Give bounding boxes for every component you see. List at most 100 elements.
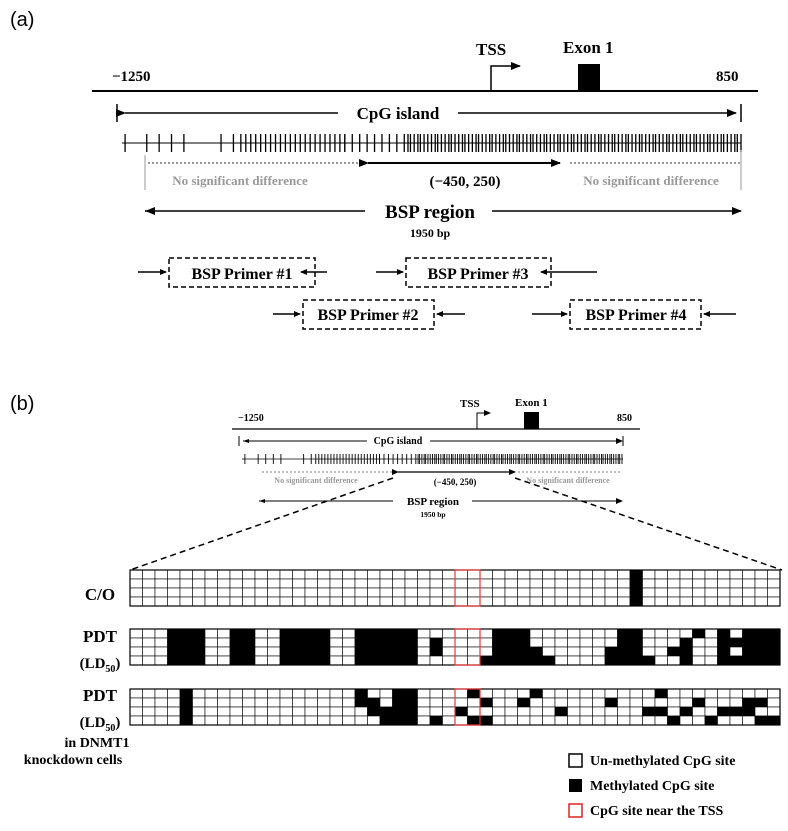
unmethylated-cpg-cell <box>592 646 606 657</box>
unmethylated-cpg-cell <box>767 596 781 607</box>
methylated-cpg-cell <box>492 637 506 648</box>
unmethylated-cpg-cell <box>154 596 168 607</box>
methylated-cpg-cell <box>367 706 381 717</box>
unmethylated-cpg-cell <box>154 715 168 726</box>
row-label-pdt: PDT <box>83 627 118 646</box>
methylated-cpg-cell <box>467 688 481 699</box>
unmethylated-cpg-cell <box>354 706 368 717</box>
unmethylated-cpg-cell <box>392 578 406 589</box>
legend-unmethylated-icon <box>568 753 583 768</box>
unmethylated-cpg-cell <box>529 628 543 639</box>
unmethylated-cpg-cell <box>317 596 331 607</box>
unmethylated-cpg-cell <box>217 706 231 717</box>
unmethylated-cpg-cell <box>267 655 281 666</box>
unmethylated-cpg-cell <box>142 688 156 699</box>
methylated-cpg-cell <box>404 715 418 726</box>
unmethylated-cpg-cell <box>729 697 743 708</box>
unmethylated-cpg-cell <box>229 596 243 607</box>
unmethylated-cpg-cell <box>367 587 381 598</box>
unmethylated-cpg-cell <box>704 569 718 580</box>
unmethylated-cpg-cell <box>542 715 556 726</box>
methylated-cpg-cell <box>767 628 781 639</box>
methylated-cpg-cell <box>667 715 681 726</box>
unmethylated-cpg-cell <box>229 706 243 717</box>
unmethylated-cpg-cell <box>592 578 606 589</box>
unmethylated-cpg-cell <box>279 569 293 580</box>
unmethylated-cpg-cell <box>442 655 456 666</box>
unmethylated-cpg-cell <box>617 596 631 607</box>
unmethylated-cpg-cell <box>517 688 531 699</box>
unmethylated-cpg-cell <box>567 587 581 598</box>
unmethylated-cpg-cell <box>279 688 293 699</box>
unmethylated-cpg-cell <box>704 646 718 657</box>
unmethylated-cpg-cell <box>254 706 268 717</box>
methylated-cpg-cell <box>629 655 643 666</box>
unmethylated-cpg-cell <box>429 628 443 639</box>
unmethylated-cpg-cell <box>704 688 718 699</box>
unmethylated-cpg-cell <box>442 646 456 657</box>
unmethylated-cpg-cell <box>467 628 481 639</box>
unmethylated-cpg-cell <box>429 655 443 666</box>
unmethylated-cpg-cell <box>667 628 681 639</box>
unmethylated-cpg-cell <box>517 706 531 717</box>
unmethylated-cpg-cell <box>129 715 143 726</box>
methylated-cpg-cell <box>542 655 556 666</box>
methylated-cpg-cell <box>292 646 306 657</box>
unmethylated-cpg-cell <box>217 715 231 726</box>
unmethylated-cpg-cell <box>367 715 381 726</box>
unmethylated-cpg-cell <box>579 688 593 699</box>
unmethylated-cpg-cell <box>679 715 693 726</box>
unmethylated-cpg-cell <box>204 655 218 666</box>
methylated-cpg-cell <box>292 628 306 639</box>
unmethylated-cpg-cell <box>379 596 393 607</box>
unmethylated-cpg-cell <box>692 688 706 699</box>
unmethylated-cpg-cell <box>579 596 593 607</box>
unmethylated-cpg-cell <box>467 697 481 708</box>
methylated-cpg-cell <box>392 706 406 717</box>
unmethylated-cpg-cell <box>429 596 443 607</box>
unmethylated-cpg-cell <box>217 688 231 699</box>
unmethylated-cpg-cell <box>267 569 281 580</box>
unmethylated-cpg-cell <box>442 637 456 648</box>
methylated-cpg-cell <box>517 646 531 657</box>
unmethylated-cpg-cell <box>354 715 368 726</box>
unmethylated-cpg-cell <box>329 706 343 717</box>
unmethylated-cpg-cell <box>342 596 356 607</box>
legend-tss-label: CpG site near the TSS <box>590 804 723 819</box>
unmethylated-cpg-cell <box>654 697 668 708</box>
unmethylated-cpg-cell <box>317 578 331 589</box>
methylated-cpg-cell <box>629 637 643 648</box>
methylated-cpg-cell <box>404 688 418 699</box>
methylated-cpg-cell <box>242 637 256 648</box>
exon-box <box>578 64 600 91</box>
unmethylated-cpg-cell <box>304 706 318 717</box>
unmethylated-cpg-cell <box>692 655 706 666</box>
tss-cpg-site-highlight <box>454 628 481 666</box>
methylated-cpg-cell <box>317 655 331 666</box>
unmethylated-cpg-cell <box>417 569 431 580</box>
unmethylated-cpg-cell <box>704 637 718 648</box>
unmethylated-cpg-cell <box>529 697 543 708</box>
unmethylated-cpg-cell <box>167 706 181 717</box>
unmethylated-cpg-cell <box>292 706 306 717</box>
methylated-cpg-cell <box>392 715 406 726</box>
unmethylated-cpg-cell <box>679 596 693 607</box>
methylated-cpg-cell <box>279 628 293 639</box>
unmethylated-cpg-cell <box>767 697 781 708</box>
methylated-cpg-cell <box>529 646 543 657</box>
unmethylated-cpg-cell <box>504 688 518 699</box>
methylated-cpg-cell <box>517 628 531 639</box>
unmethylated-cpg-cell <box>667 688 681 699</box>
unmethylated-cpg-cell <box>317 569 331 580</box>
unmethylated-cpg-cell <box>592 587 606 598</box>
axis-end-small: 850 <box>617 413 632 424</box>
methylated-cpg-cell <box>179 715 193 726</box>
unmethylated-cpg-cell <box>567 706 581 717</box>
unmethylated-cpg-cell <box>167 578 181 589</box>
unmethylated-cpg-cell <box>717 596 731 607</box>
unmethylated-cpg-cell <box>667 596 681 607</box>
methylated-cpg-cell <box>379 628 393 639</box>
unmethylated-cpg-cell <box>229 587 243 598</box>
axis-end: 850 <box>716 69 739 85</box>
unmethylated-cpg-cell <box>504 715 518 726</box>
